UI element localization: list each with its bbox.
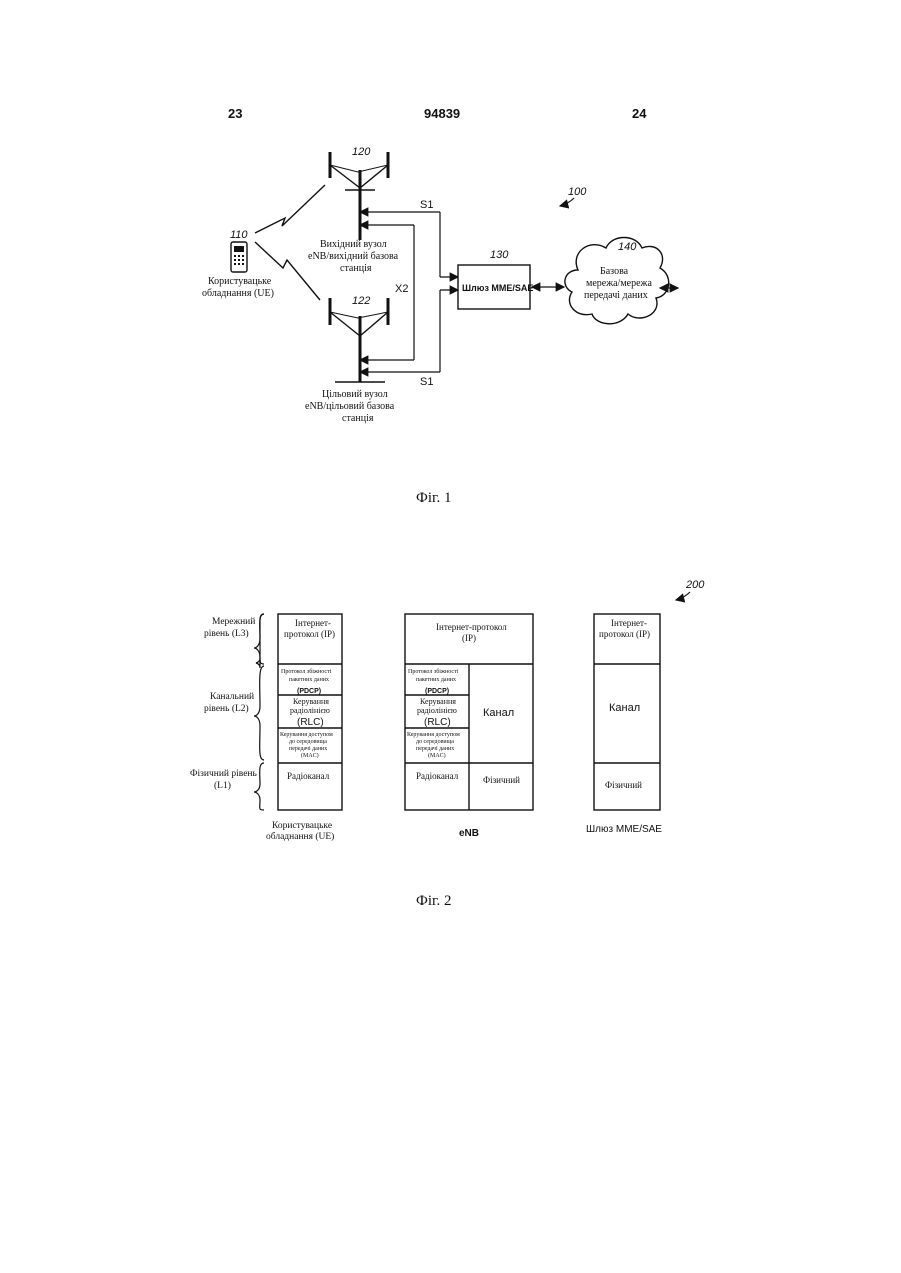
figure-2-caption: Фіг. 2 xyxy=(416,893,451,910)
target-enb-label-2: eNB/цільовий базова xyxy=(305,401,395,412)
layer-l2-label-1: Канальний xyxy=(210,691,254,702)
layer-l3-label-2: рівень (L3) xyxy=(204,628,249,639)
enb-pdcp-1: Протокол збіжності xyxy=(408,668,459,675)
ue-ip-1: Інтернет- xyxy=(295,618,331,628)
source-enb-label-1: Вихідний вузол xyxy=(320,239,387,250)
ue-pdcp-1: Протокол збіжності xyxy=(281,668,332,675)
enb-phy: Радіоканал xyxy=(416,771,459,781)
s1-bottom-label: S1 xyxy=(420,376,433,388)
gw-channel: Канал xyxy=(609,702,640,714)
enb-rlc-1: Керування xyxy=(420,697,456,706)
enb-mac-3: передачі даних xyxy=(416,746,454,752)
enb-ip-2: (IP) xyxy=(462,633,476,643)
source-enb-label-3: станція xyxy=(340,263,372,274)
enb-mac-2: до середовища xyxy=(416,739,454,745)
figure-2-ref: 200 xyxy=(685,579,705,591)
gw-physical: Фізичний xyxy=(605,780,642,790)
enb-mac-1: Керування доступом xyxy=(407,732,460,738)
page-number-left: 23 xyxy=(228,106,242,121)
figure-1-caption: Фіг. 1 xyxy=(416,490,451,507)
ue-rlc-1: Керування xyxy=(293,697,329,706)
ue-label-2: обладнання (UE) xyxy=(202,288,274,299)
target-enb-label-1: Цільовий вузол xyxy=(322,389,388,400)
layer-l2-label-2: рівень (L2) xyxy=(204,703,249,714)
core-label-3: передачі даних xyxy=(584,290,648,301)
ue-stack-label-2: обладнання (UE) xyxy=(266,831,334,842)
ue-mac-abbr: (MAC) xyxy=(301,752,319,759)
enb-stack-label: eNB xyxy=(459,828,479,839)
enb-pdcp-abbr: (PDCP) xyxy=(425,688,449,695)
source-enb-ref: 120 xyxy=(352,146,371,158)
layer-l1-label-2: (L1) xyxy=(214,780,231,791)
ue-stack-label-1: Користувацьке xyxy=(272,821,332,831)
enb-rlc-2: радіолінією xyxy=(417,706,457,715)
enb-ip-1: Інтернет-протокол xyxy=(436,622,507,632)
ue-mac-2: до середовища xyxy=(289,739,327,745)
radio-link-source xyxy=(255,185,325,233)
page-number-right: 24 xyxy=(632,106,646,121)
ue-rlc-2: радіолінією xyxy=(290,706,330,715)
ue-phone-icon xyxy=(231,242,247,272)
layer-l1-label-1: Фізичний рівень xyxy=(190,768,258,779)
enb-pdcp-2: пакетних даних xyxy=(416,677,456,683)
ue-label-1: Користувацьке xyxy=(208,276,272,287)
patent-number: 94839 xyxy=(424,106,460,121)
source-enb-antenna xyxy=(330,152,388,240)
figure-2-diagram: 200 Мережний рівень (L3) Канальний рівен… xyxy=(0,576,901,856)
gw-ip-1: Інтернет- xyxy=(611,618,647,628)
source-enb-label-2: eNB/вихідний базова xyxy=(308,251,399,262)
target-enb-antenna xyxy=(330,298,388,382)
ue-phy: Радіоканал xyxy=(287,771,330,781)
core-ref: 140 xyxy=(618,241,637,253)
enb-physical: Фізичний xyxy=(483,775,520,785)
enb-rlc-abbr: (RLC) xyxy=(424,717,451,728)
target-enb-ref: 122 xyxy=(352,295,370,307)
core-label-1: Базова xyxy=(600,266,629,277)
target-enb-label-3: станція xyxy=(342,413,374,424)
enb-channel: Канал xyxy=(483,707,514,719)
s1-top-label: S1 xyxy=(420,199,433,211)
ue-ref: 110 xyxy=(230,229,248,241)
enb-mac-abbr: (MAC) xyxy=(428,752,446,759)
gw-ip-2: протокол (IP) xyxy=(599,629,650,639)
ue-ip-2: протокол (IP) xyxy=(284,629,335,639)
ue-pdcp-2: пакетних даних xyxy=(289,677,329,683)
core-label-2: мережа/мережа xyxy=(586,278,652,289)
gw-stack-label: Шлюз MME/SAE xyxy=(586,824,662,835)
layer-l3-label-1: Мережний xyxy=(212,616,255,627)
ue-pdcp-abbr: (PDCP) xyxy=(297,688,321,695)
ue-rlc-abbr: (RLC) xyxy=(297,717,324,728)
ue-mac-3: передачі даних xyxy=(289,746,327,752)
gateway-label: Шлюз MME/SAE xyxy=(462,283,533,293)
ue-mac-1: Керування доступом xyxy=(280,732,333,738)
x2-label: X2 xyxy=(395,283,408,295)
gateway-ref: 130 xyxy=(490,249,509,261)
system-ref: 100 xyxy=(568,186,587,198)
